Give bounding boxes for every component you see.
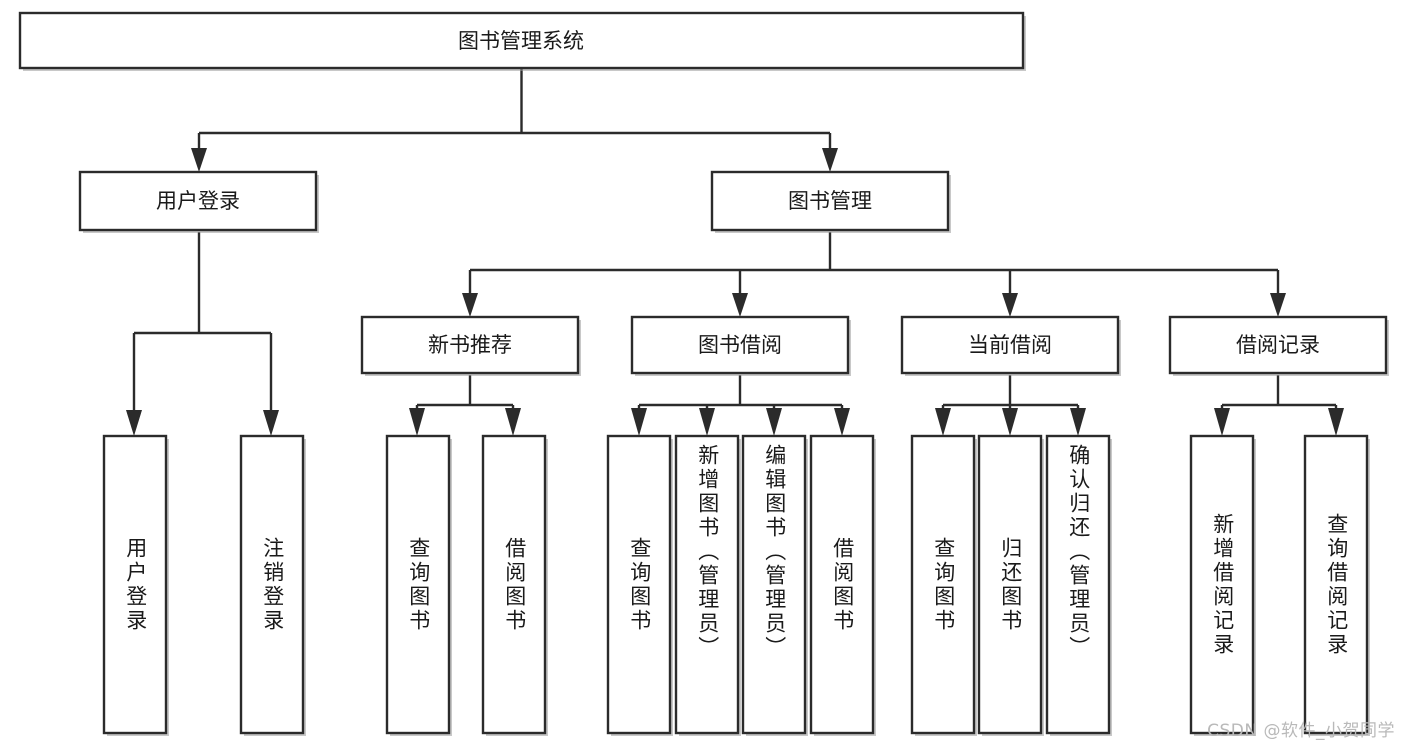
arrow-user-login <box>191 148 207 172</box>
book-borrow-box <box>630 315 850 375</box>
arrow-leaf-borrow-book-2 <box>834 408 850 436</box>
arrow-leaf-user-logout <box>263 410 279 436</box>
root-label: 图书管理系统 <box>458 29 584 53</box>
arrow-leaf-user-login <box>126 410 142 436</box>
leaf-user-logout-box[interactable] <box>239 434 305 735</box>
arrow-book-borrow <box>732 293 748 317</box>
arrow-leaf-add-record <box>1214 408 1230 436</box>
arrow-leaf-query-book-1 <box>409 408 425 436</box>
leaf-return-book-box[interactable] <box>977 434 1043 735</box>
csdn-watermark: CSDN @软件_小贺同学 <box>1207 721 1395 741</box>
book-manage-label: 图书管理 <box>788 189 872 213</box>
arrow-new-book-recommend <box>462 293 478 317</box>
arrow-leaf-borrow-book-1 <box>505 408 521 436</box>
node-new-book-recommend[interactable]: 新书推荐 <box>360 315 581 376</box>
leaf-user-login-box[interactable] <box>102 434 168 735</box>
root-box <box>18 11 1025 70</box>
node-user-login[interactable]: 用户登录 <box>78 170 319 233</box>
arrow-book-manage <box>822 148 838 172</box>
node-root[interactable]: 图书管理系统 <box>18 11 1026 71</box>
connector-layer <box>126 68 1344 436</box>
node-layer: 图书管理系统 用户登录 图书管理 新书推荐 <box>18 11 1389 736</box>
leaf-box-group <box>102 434 1370 736</box>
arrow-leaf-query-book-3 <box>935 408 951 436</box>
node-book-borrow[interactable]: 图书借阅 <box>630 315 851 376</box>
arrow-leaf-query-record <box>1328 408 1344 436</box>
user-login-label: 用户登录 <box>156 189 240 213</box>
arrow-borrow-record <box>1270 293 1286 317</box>
current-borrow-label: 当前借阅 <box>968 333 1052 357</box>
leaf-add-book-box[interactable] <box>674 434 740 735</box>
new-book-recommend-label: 新书推荐 <box>428 333 512 357</box>
leaf-edit-book-box[interactable] <box>741 434 807 735</box>
leaf-borrow-book-1-box[interactable] <box>481 434 547 735</box>
current-borrow-box <box>900 315 1120 375</box>
arrow-leaf-add-book <box>699 408 715 436</box>
arrow-leaf-confirm-return <box>1070 408 1086 436</box>
arrow-leaf-query-book-2 <box>631 408 647 436</box>
book-manage-box <box>710 170 950 232</box>
arrow-leaf-edit-book <box>766 408 782 436</box>
borrow-record-label: 借阅记录 <box>1236 333 1320 357</box>
leaf-query-book-1-box[interactable] <box>385 434 451 735</box>
leaf-query-book-2-box[interactable] <box>606 434 672 735</box>
arrow-leaf-return-book <box>1002 408 1018 436</box>
node-current-borrow[interactable]: 当前借阅 <box>900 315 1121 376</box>
leaf-confirm-return-box[interactable] <box>1045 434 1111 735</box>
arrow-current-borrow <box>1002 293 1018 317</box>
leaf-query-book-3-box[interactable] <box>910 434 976 735</box>
node-borrow-record[interactable]: 借阅记录 <box>1168 315 1389 376</box>
new-book-recommend-box <box>360 315 580 375</box>
node-book-manage[interactable]: 图书管理 <box>710 170 951 233</box>
borrow-record-box <box>1168 315 1388 375</box>
leaf-add-record-box[interactable] <box>1189 434 1255 735</box>
user-login-box <box>78 170 318 232</box>
leaf-query-record-box[interactable] <box>1303 434 1369 735</box>
book-borrow-label: 图书借阅 <box>698 333 782 357</box>
leaf-borrow-book-2-box[interactable] <box>809 434 875 735</box>
